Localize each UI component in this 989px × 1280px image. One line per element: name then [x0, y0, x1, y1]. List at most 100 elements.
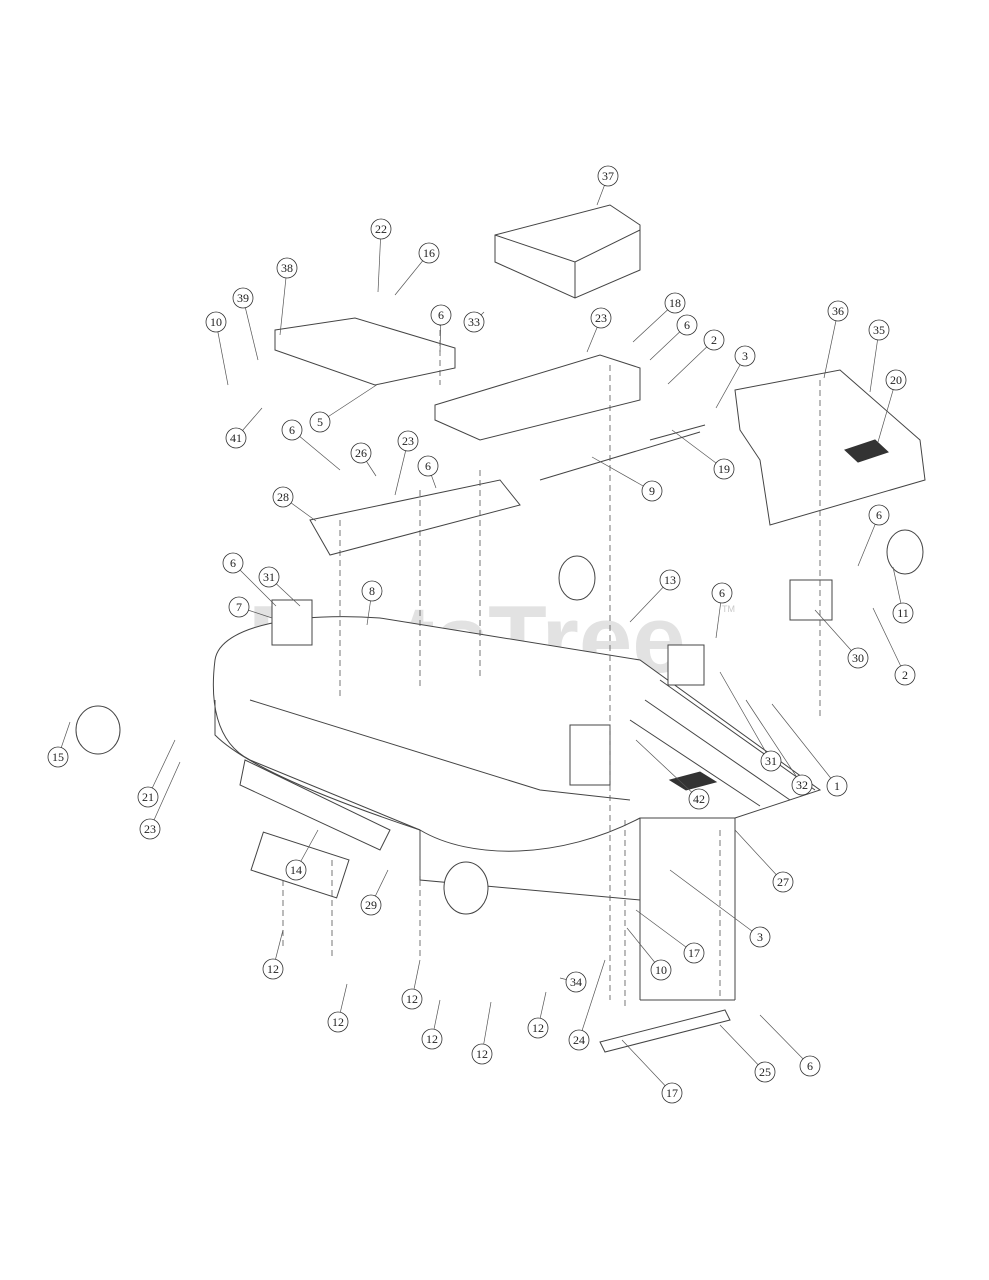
callout-circle — [688, 788, 710, 810]
callout-c26[interactable]: 26 — [350, 442, 372, 464]
callout-c21[interactable]: 21 — [137, 786, 159, 808]
cover-plate-38 — [274, 317, 456, 386]
callout-c2a[interactable]: 2 — [703, 329, 725, 351]
callout-c29[interactable]: 29 — [360, 894, 382, 916]
callout-c31b[interactable]: 31 — [760, 750, 782, 772]
callout-c19[interactable]: 19 — [713, 458, 735, 480]
callout-label: 6 — [684, 318, 690, 332]
callout-c12b[interactable]: 12 — [401, 988, 423, 1010]
callout-c23c[interactable]: 23 — [139, 818, 161, 840]
callout-c17b[interactable]: 17 — [661, 1082, 683, 1104]
callout-c6h[interactable]: 6 — [799, 1055, 821, 1077]
callout-c15[interactable]: 15 — [47, 746, 69, 768]
callout-c33[interactable]: 33 — [463, 311, 485, 333]
mount-bracket — [434, 354, 641, 441]
callout-c1[interactable]: 1 — [826, 775, 848, 797]
callout-c6c[interactable]: 6 — [281, 419, 303, 441]
bracket-31b — [667, 644, 705, 686]
callout-label: 34 — [570, 975, 582, 989]
callout-c27[interactable]: 27 — [772, 871, 794, 893]
callout-label: 42 — [693, 792, 705, 806]
callout-label: 6 — [425, 459, 431, 473]
callout-c24[interactable]: 24 — [568, 1029, 590, 1051]
callout-leader-c5 — [319, 383, 379, 423]
callout-label: 10 — [655, 963, 667, 977]
callout-c14[interactable]: 14 — [285, 859, 307, 881]
callout-c10a[interactable]: 10 — [205, 311, 227, 333]
callout-label: 25 — [759, 1065, 771, 1079]
callout-circle — [370, 218, 392, 240]
callout-circle — [430, 304, 452, 326]
callout-label: 6 — [719, 586, 725, 600]
callout-label: 38 — [281, 261, 293, 275]
callout-c23b[interactable]: 23 — [397, 430, 419, 452]
callout-c6d[interactable]: 6 — [417, 455, 439, 477]
callout-c3a[interactable]: 3 — [734, 345, 756, 367]
callout-c23a[interactable]: 23 — [590, 307, 612, 329]
callout-circle — [791, 774, 813, 796]
callout-c41[interactable]: 41 — [225, 427, 247, 449]
callout-label: 26 — [355, 446, 367, 460]
callout-c38[interactable]: 38 — [276, 257, 298, 279]
callout-c6e[interactable]: 6 — [868, 504, 890, 526]
callout-leader-c22 — [377, 228, 382, 293]
callout-circle — [565, 971, 587, 993]
callout-c3b[interactable]: 3 — [749, 926, 771, 948]
callout-circle — [799, 1055, 821, 1077]
callout-c6a[interactable]: 6 — [430, 304, 452, 326]
callout-c6f[interactable]: 6 — [222, 552, 244, 574]
callout-c9[interactable]: 9 — [641, 480, 663, 502]
callout-label: 31 — [263, 570, 275, 584]
callout-c11[interactable]: 11 — [892, 602, 914, 624]
callout-c17a[interactable]: 17 — [683, 942, 705, 964]
callout-c28[interactable]: 28 — [272, 486, 294, 508]
callout-c12a[interactable]: 12 — [262, 958, 284, 980]
callout-label: 28 — [277, 490, 289, 504]
callout-c12d[interactable]: 12 — [527, 1017, 549, 1039]
callout-c12f[interactable]: 12 — [471, 1043, 493, 1065]
callout-c37[interactable]: 37 — [597, 165, 619, 187]
callout-c8[interactable]: 8 — [361, 580, 383, 602]
callout-c32[interactable]: 32 — [791, 774, 813, 796]
callout-c13[interactable]: 13 — [659, 569, 681, 591]
callout-label: 11 — [897, 606, 909, 620]
callout-c39[interactable]: 39 — [232, 287, 254, 309]
callout-leader-c32 — [745, 699, 803, 786]
callout-c6b[interactable]: 6 — [676, 314, 698, 336]
callout-c42[interactable]: 42 — [688, 788, 710, 810]
callout-c22[interactable]: 22 — [370, 218, 392, 240]
callout-label: 6 — [230, 556, 236, 570]
callout-c31a[interactable]: 31 — [258, 566, 280, 588]
callout-label: 23 — [402, 434, 414, 448]
callout-leader-c36 — [823, 310, 839, 379]
callout-circle — [228, 596, 250, 618]
deck-wheel-right — [886, 529, 924, 575]
callout-c6g[interactable]: 6 — [711, 582, 733, 604]
callout-label: 3 — [757, 930, 763, 944]
callout-c7[interactable]: 7 — [228, 596, 250, 618]
callout-label: 6 — [289, 423, 295, 437]
link-25 — [599, 1009, 731, 1053]
callout-label: 12 — [406, 992, 418, 1006]
callout-c18[interactable]: 18 — [664, 292, 686, 314]
callout-circle — [749, 926, 771, 948]
callout-c5[interactable]: 5 — [309, 411, 331, 433]
callout-circle — [463, 311, 485, 333]
callout-label: 12 — [267, 962, 279, 976]
callout-label: 32 — [796, 778, 808, 792]
callout-c34[interactable]: 34 — [565, 971, 587, 993]
callout-circle — [597, 165, 619, 187]
callout-c35[interactable]: 35 — [868, 319, 890, 341]
callout-c36[interactable]: 36 — [827, 300, 849, 322]
callout-c30[interactable]: 30 — [847, 647, 869, 669]
callout-label: 19 — [718, 462, 730, 476]
callout-label: 10 — [210, 315, 222, 329]
callout-c20[interactable]: 20 — [885, 369, 907, 391]
callout-c2b[interactable]: 2 — [894, 664, 916, 686]
callout-c12e[interactable]: 12 — [421, 1028, 443, 1050]
callout-c10b[interactable]: 10 — [650, 959, 672, 981]
callout-c12c[interactable]: 12 — [327, 1011, 349, 1033]
callout-c25[interactable]: 25 — [754, 1061, 776, 1083]
belt-shield-35 — [734, 369, 926, 526]
callout-c16[interactable]: 16 — [418, 242, 440, 264]
